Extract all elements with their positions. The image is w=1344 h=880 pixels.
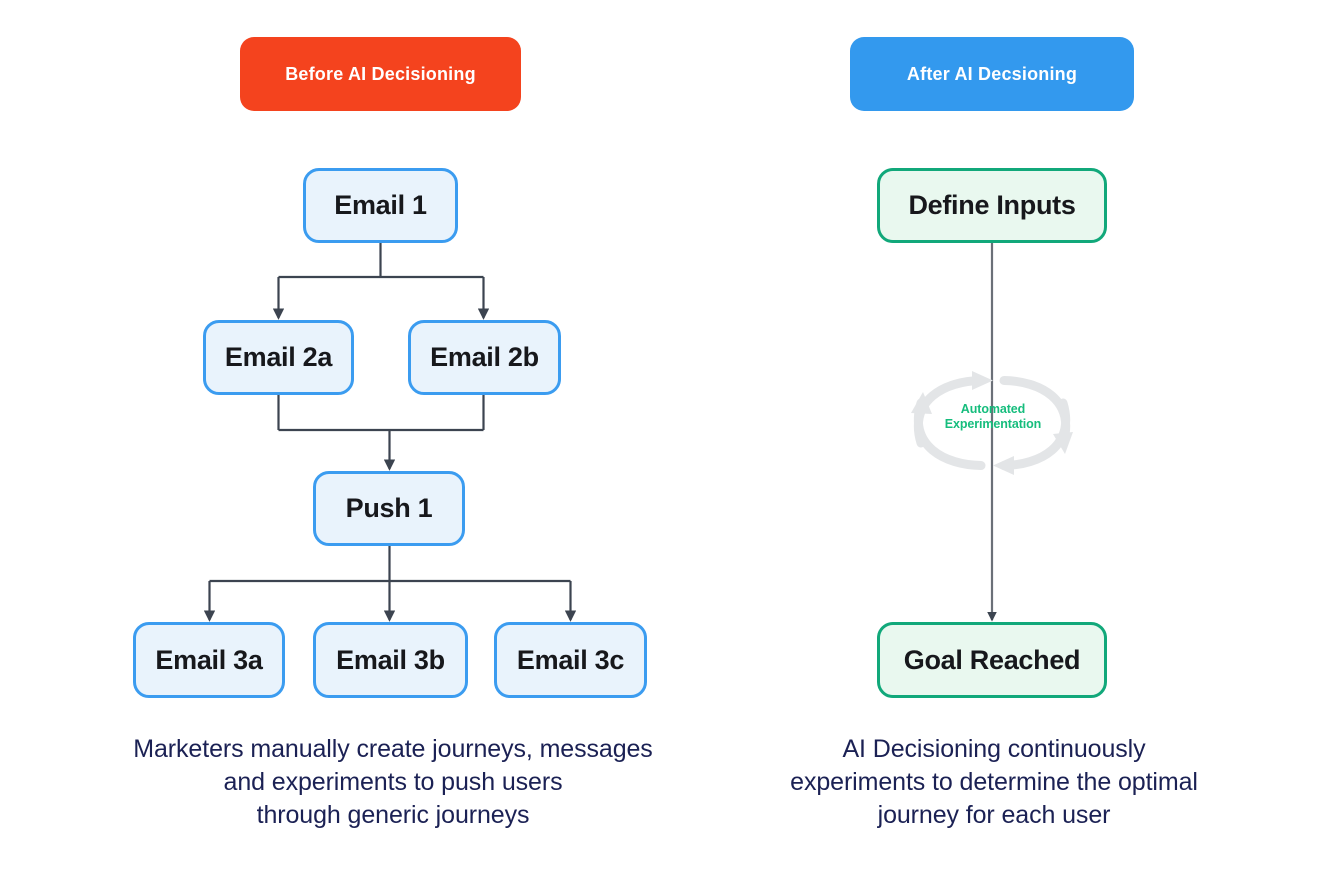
panel-header-before-label: Before AI Decisioning (285, 63, 476, 84)
panel-header-after: After AI Decsioning (850, 37, 1134, 111)
panel-header-after-label: After AI Decsioning (906, 63, 1078, 84)
loop-arrowhead-top (972, 371, 993, 390)
node-email-3a-label: Email 3a (155, 644, 263, 675)
node-email-3a[interactable]: Email 3a (133, 622, 285, 698)
node-email-3b[interactable]: Email 3b (313, 622, 468, 698)
panel-header-before: Before AI Decisioning (240, 37, 521, 111)
node-email-1-label: Email 1 (334, 190, 427, 220)
caption-before: Marketers manually create journeys, mess… (90, 733, 696, 832)
node-email-1[interactable]: Email 1 (303, 168, 458, 243)
node-email-3c-label: Email 3c (516, 644, 625, 675)
caption-before-line-2: and experiments to push users (223, 768, 563, 796)
caption-after-line-3: journey for each user (877, 801, 1111, 829)
caption-after: AI Decisioning continuously experiments … (755, 733, 1233, 832)
node-email-3b-label: Email 3b (336, 644, 445, 675)
loop-arrowhead-right (1053, 432, 1073, 454)
caption-before-line-3: through generic journeys (256, 801, 530, 829)
node-define-inputs-label: Define Inputs (908, 190, 1076, 220)
node-define-inputs[interactable]: Define Inputs (877, 168, 1107, 243)
loop-label-line-1: Automated (960, 402, 1026, 416)
caption-after-line-1: AI Decisioning continuously (842, 735, 1146, 763)
node-email-2b[interactable]: Email 2b (408, 320, 561, 395)
caption-before-line-1: Marketers manually create journeys, mess… (133, 735, 653, 763)
node-goal-reached-label: Goal Reached (903, 644, 1081, 675)
node-email-2a-label: Email 2a (224, 342, 333, 372)
node-push-1[interactable]: Push 1 (313, 471, 465, 546)
caption-after-line-2: experiments to determine the optimal (790, 768, 1198, 796)
node-push-1-label: Push 1 (345, 493, 433, 523)
node-email-3c[interactable]: Email 3c (494, 622, 647, 698)
automated-experimentation-label: Automated Experimentation (915, 402, 1071, 432)
loop-label-line-2: Experimentation (944, 417, 1042, 431)
node-email-2a[interactable]: Email 2a (203, 320, 354, 395)
node-goal-reached[interactable]: Goal Reached (877, 622, 1107, 698)
node-email-2b-label: Email 2b (430, 342, 539, 372)
loop-arrowhead-bottom (993, 456, 1014, 475)
